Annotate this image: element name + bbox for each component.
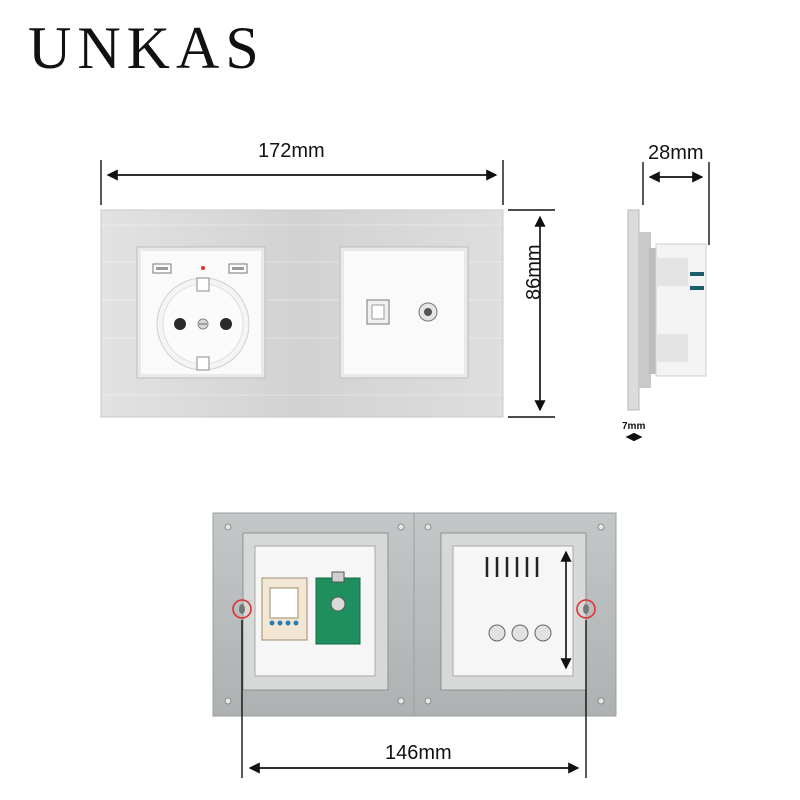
usb-port-left [152,263,172,274]
width-dimension-label: 172mm [258,140,325,162]
front-dimension-lines [100,160,555,418]
usb-indicator-led [201,266,205,270]
mount-hole-marker-left [232,599,252,619]
back-dimension-lines [241,550,587,778]
side-dimension-lines [625,162,710,442]
data-tv-module [339,246,469,379]
schuko-usb-module [136,246,266,379]
brand-logo: UNKAS [28,15,265,81]
mount-width-label: 146mm [385,742,452,764]
mount-hole-marker-right [576,599,596,619]
back-view [212,512,617,717]
depth-dimension-label: 28mm [648,142,704,164]
side-view [627,209,707,411]
usb-port-right [228,263,248,274]
plate-thickness-label: 7mm [622,421,646,432]
